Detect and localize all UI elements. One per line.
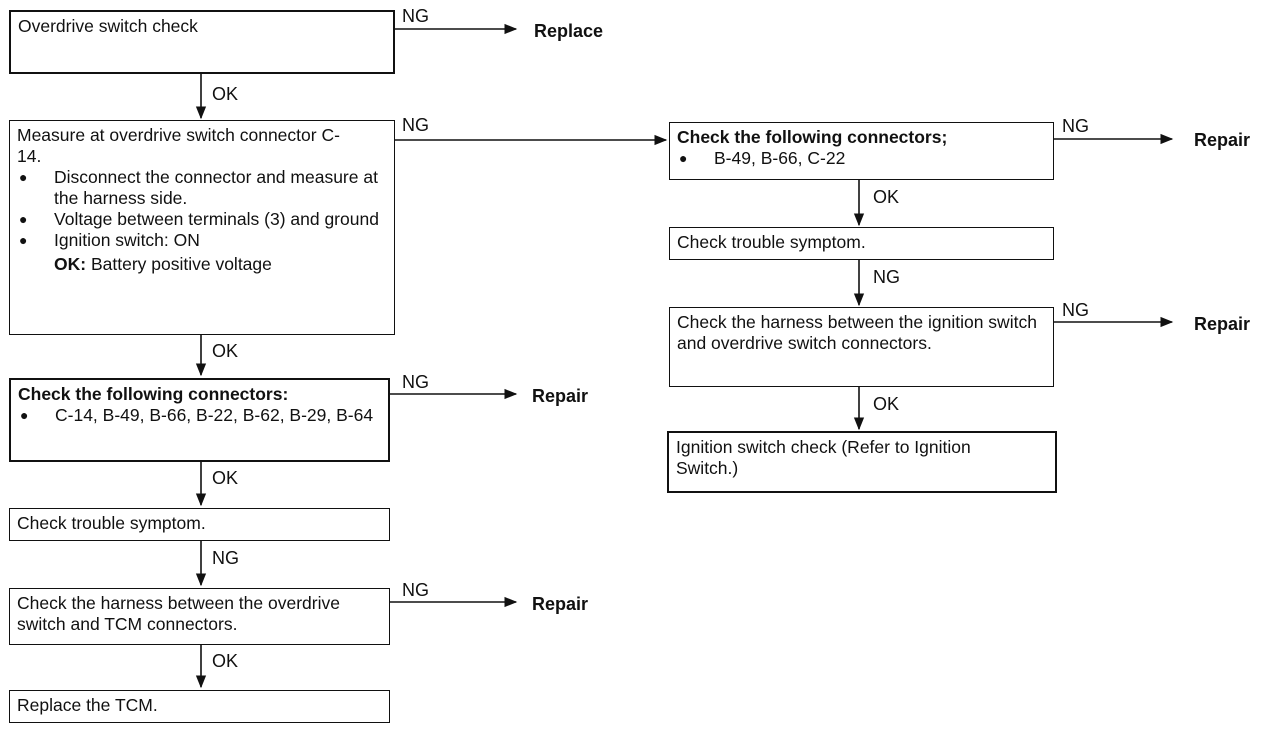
check-connectors-title-left: Check the following connectors: bbox=[18, 384, 289, 404]
result-repair-4: Repair bbox=[1194, 314, 1251, 334]
harness-check-text-left: Check the harness between the overdrive … bbox=[17, 593, 340, 634]
check-connectors-box-left: Check the following connectors: C-14, B-… bbox=[9, 378, 390, 462]
trouble-symptom-text-left: Check trouble symptom. bbox=[17, 513, 206, 533]
label-ng-repair-2: NG bbox=[402, 580, 429, 600]
measure-bullet-3: Ignition switch: ON bbox=[17, 230, 387, 251]
overdrive-switch-check-text: Overdrive switch check bbox=[18, 16, 198, 36]
label-ok-r3: OK bbox=[873, 394, 900, 414]
replace-tcm-text: Replace the TCM. bbox=[17, 695, 158, 715]
result-replace: Replace bbox=[534, 21, 604, 41]
label-ok-5: OK bbox=[212, 651, 239, 671]
harness-check-box-left: Check the harness between the overdrive … bbox=[9, 588, 390, 645]
measure-bullet-2: Voltage between terminals (3) and ground bbox=[17, 209, 387, 230]
check-connectors-box-right: Check the following connectors; B-49, B-… bbox=[669, 122, 1054, 180]
label-ok-1: OK bbox=[212, 84, 239, 104]
measure-ok-value: Battery positive voltage bbox=[90, 254, 272, 274]
label-ng-repair-1: NG bbox=[402, 372, 429, 392]
label-ng-right-branch: NG bbox=[402, 115, 429, 135]
measure-ok-line: OK: Battery positive voltage bbox=[17, 254, 387, 275]
check-connectors-title-right: Check the following connectors; bbox=[677, 127, 948, 147]
harness-check-text-right: Check the harness between the ignition s… bbox=[677, 312, 1037, 353]
trouble-symptom-box-left: Check trouble symptom. bbox=[9, 508, 390, 541]
trouble-symptom-box-right: Check trouble symptom. bbox=[669, 227, 1054, 260]
measure-bullet-1: Disconnect the connector and measure at … bbox=[17, 167, 387, 209]
result-repair-1: Repair bbox=[532, 386, 589, 406]
label-ng-r2: NG bbox=[873, 267, 900, 287]
measure-title: Measure at overdrive switch connector C-… bbox=[17, 125, 340, 166]
ignition-switch-check-text: Ignition switch check (Refer to Ignition… bbox=[676, 437, 971, 478]
label-ng-repair-4: NG bbox=[1062, 300, 1089, 320]
ignition-switch-check-box: Ignition switch check (Refer to Ignition… bbox=[667, 431, 1057, 493]
label-ok-r1: OK bbox=[873, 187, 900, 207]
result-repair-2: Repair bbox=[532, 594, 589, 614]
label-ok-3: OK bbox=[212, 468, 239, 488]
result-repair-3: Repair bbox=[1194, 130, 1251, 150]
check-connectors-list-left: C-14, B-49, B-66, B-22, B-62, B-29, B-64 bbox=[18, 405, 381, 426]
label-ok-2: OK bbox=[212, 341, 239, 361]
measure-connector-box: Measure at overdrive switch connector C-… bbox=[9, 120, 395, 335]
trouble-symptom-text-right: Check trouble symptom. bbox=[677, 232, 866, 252]
check-connectors-list-right: B-49, B-66, C-22 bbox=[677, 148, 1046, 169]
overdrive-switch-check-box: Overdrive switch check bbox=[9, 10, 395, 74]
label-ng-4: NG bbox=[212, 548, 239, 568]
label-ng-repair-3: NG bbox=[1062, 116, 1089, 136]
harness-check-box-right: Check the harness between the ignition s… bbox=[669, 307, 1054, 387]
measure-ok-label: OK: bbox=[54, 254, 87, 274]
label-ng-replace: NG bbox=[402, 6, 429, 26]
replace-tcm-box: Replace the TCM. bbox=[9, 690, 390, 723]
